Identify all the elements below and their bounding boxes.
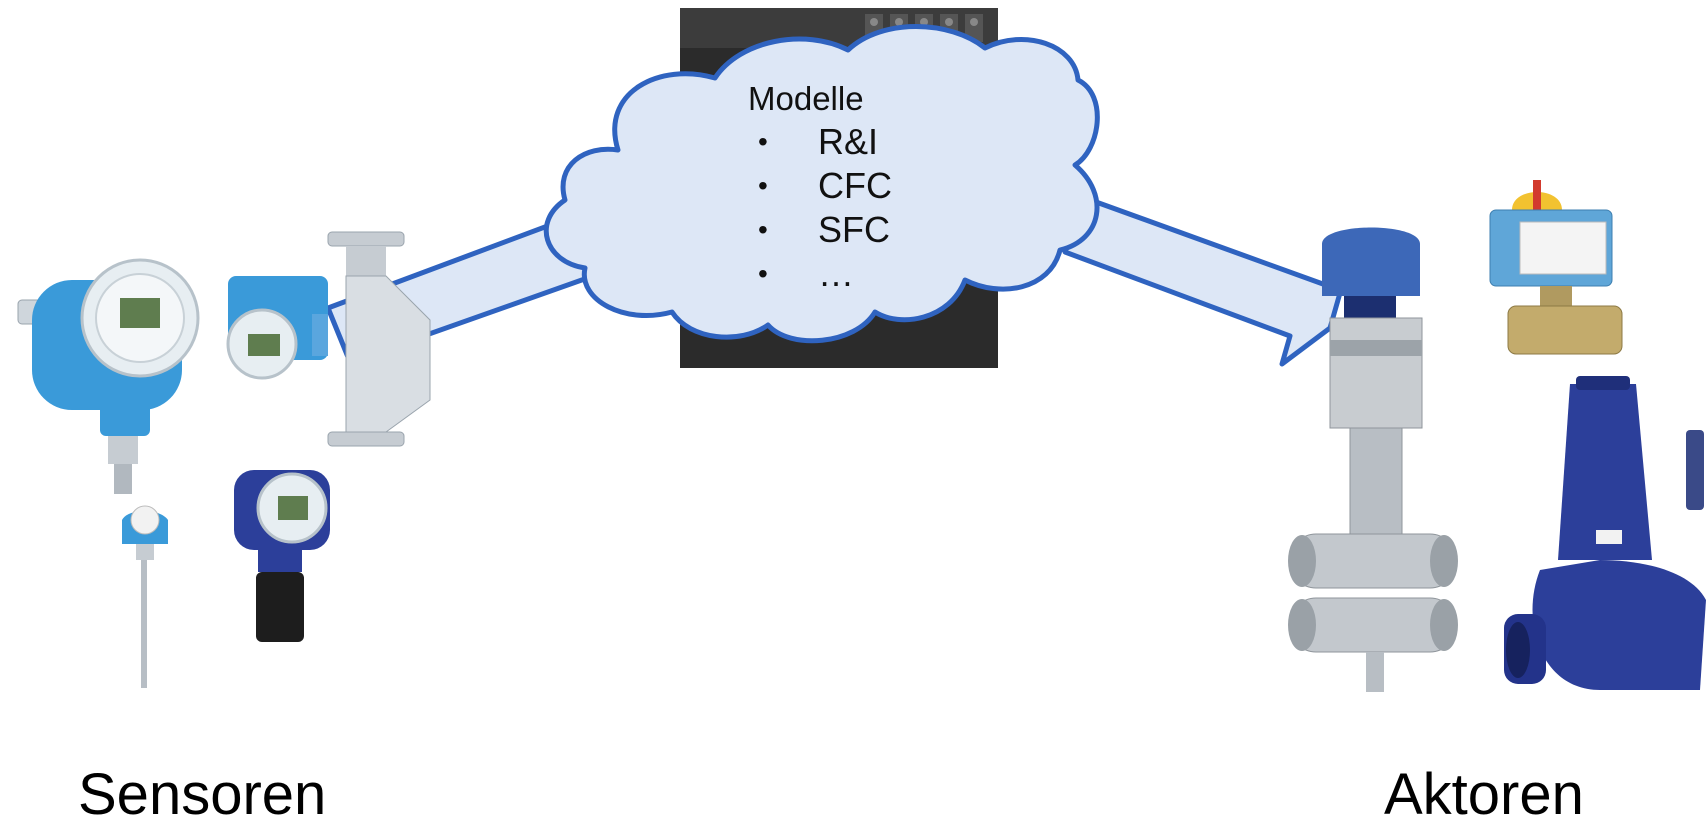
flowmeter-icon (226, 231, 431, 447)
temperature-sensor-icon (122, 505, 168, 688)
submersible-pump-icon (1504, 376, 1706, 690)
process-valve-icon (1288, 227, 1458, 692)
cloud-list-item: SFC (752, 208, 892, 252)
caption-actors: Aktoren (1384, 762, 1584, 827)
cloud-list-item: R&I (752, 120, 892, 164)
cloud-list-item: … (752, 252, 892, 296)
caption-sensors: Sensoren (78, 762, 327, 827)
ball-valve-actuator-icon (1489, 180, 1623, 355)
cloud-list-item: CFC (752, 164, 892, 208)
cloud-model-list: R&I CFC SFC … (752, 120, 892, 296)
arrow-cloud-to-actors (1062, 195, 1353, 367)
pressure-transmitter-icon (17, 258, 200, 494)
level-sensor-icon (234, 470, 330, 642)
cloud-title: Modelle (748, 80, 864, 117)
